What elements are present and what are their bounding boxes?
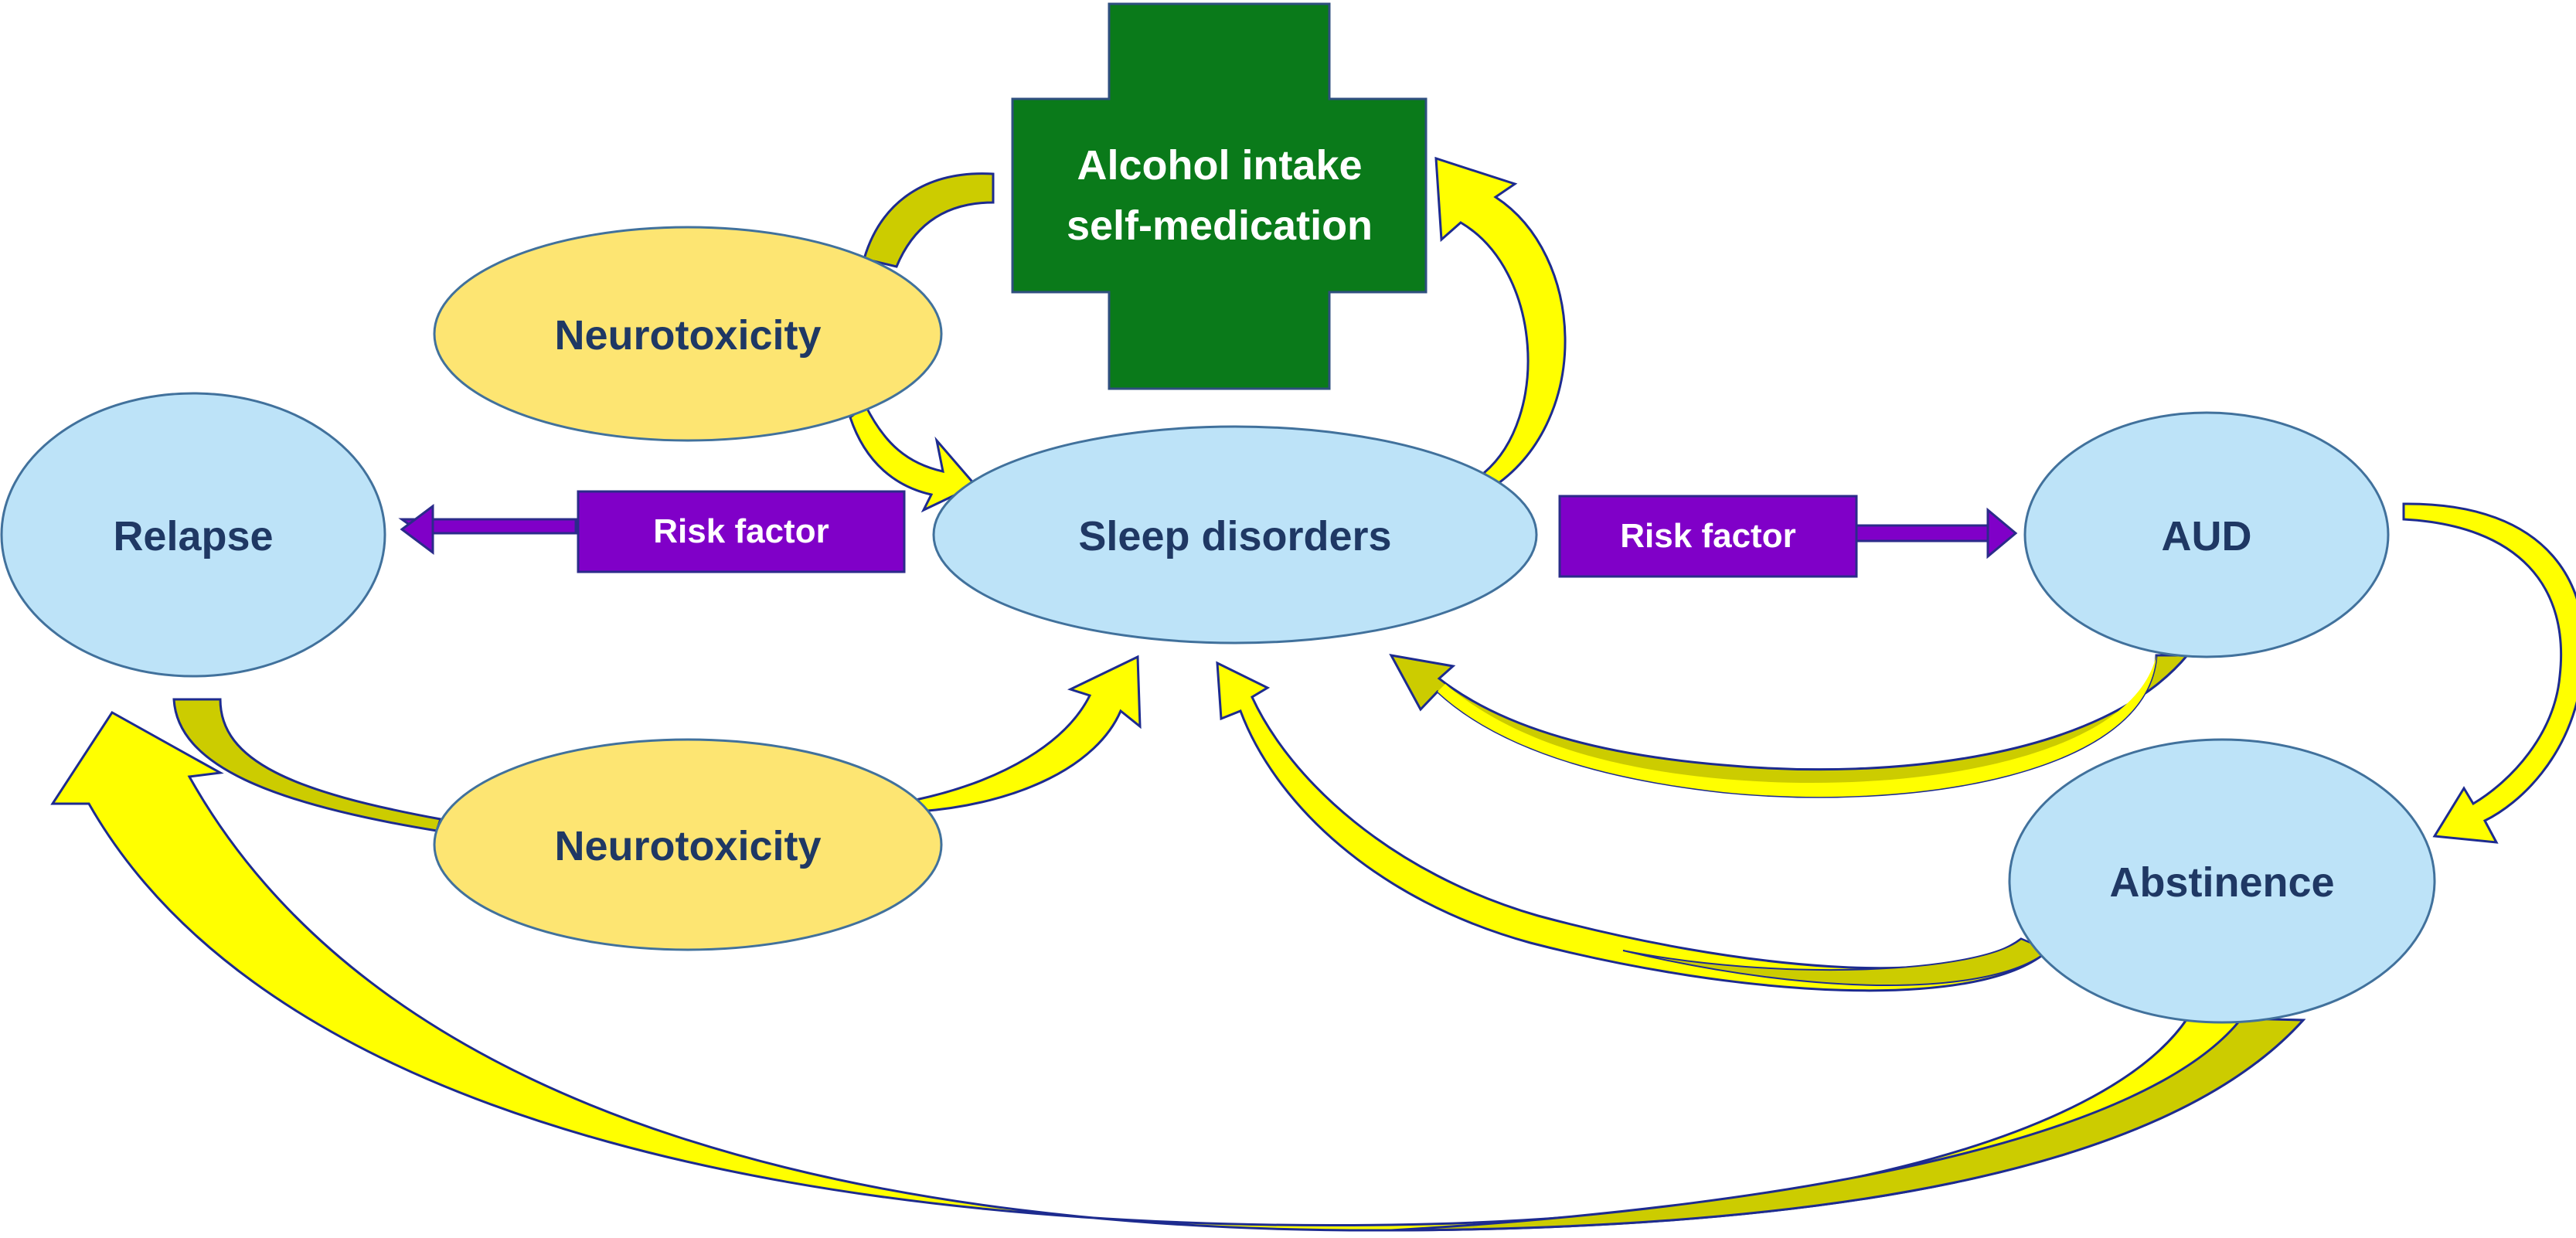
arrow-neurotoxicity-to-sleep-lower bbox=[914, 655, 1142, 813]
medical-cross-icon bbox=[1011, 2, 1428, 390]
abstinence-label: Abstinence bbox=[2109, 859, 2334, 906]
neurotoxicity-bottom-node bbox=[433, 738, 943, 951]
neurotoxicity-top-node bbox=[433, 226, 943, 442]
risk-factor-label-right: Risk factor bbox=[1620, 517, 1795, 555]
arrow-alcohol-to-neurotoxicity bbox=[863, 172, 995, 268]
risk-arrow-right-head bbox=[1986, 507, 2018, 559]
neurotoxicity-bottom-label: Neurotoxicity bbox=[554, 823, 821, 869]
risk-factor-label-left: Risk factor bbox=[653, 512, 829, 550]
alcohol-intake-label-line1: Alcohol intake bbox=[1077, 142, 1362, 189]
neurotoxicity-top-label: Neurotoxicity bbox=[554, 312, 821, 359]
abstinence-node bbox=[2008, 738, 2436, 1024]
relapse-node bbox=[0, 392, 386, 678]
arrow-aud-to-sleep bbox=[1389, 653, 2190, 798]
arrow-abstinence-to-relapse-band bbox=[1390, 1017, 2306, 1232]
aud-node bbox=[2023, 411, 2390, 658]
arrow-aud-to-abstinence bbox=[2402, 502, 2576, 844]
risk-factor-box-right bbox=[1558, 495, 1858, 578]
arrow-relapse-to-neurotoxicity bbox=[172, 698, 442, 832]
risk-factor-box-left bbox=[577, 490, 906, 573]
sleep-disorders-node bbox=[932, 425, 1538, 645]
sleep-disorders-label: Sleep disorders bbox=[1078, 513, 1391, 559]
relapse-label: Relapse bbox=[113, 513, 273, 559]
arrow-sleep-to-alcohol bbox=[1434, 156, 1567, 487]
aud-label: AUD bbox=[2162, 513, 2252, 559]
arrow-neurotoxicity-to-sleep bbox=[849, 403, 978, 513]
risk-arrow-right-shaft bbox=[1855, 524, 1996, 542]
risk-arrow-left-head bbox=[400, 504, 434, 555]
arrow-abstinence-to-sleep-base bbox=[1622, 937, 2050, 986]
arrow-abstinence-to-sleep bbox=[1216, 661, 2050, 992]
alcohol-intake-label-line2: self-medication bbox=[1067, 202, 1373, 249]
